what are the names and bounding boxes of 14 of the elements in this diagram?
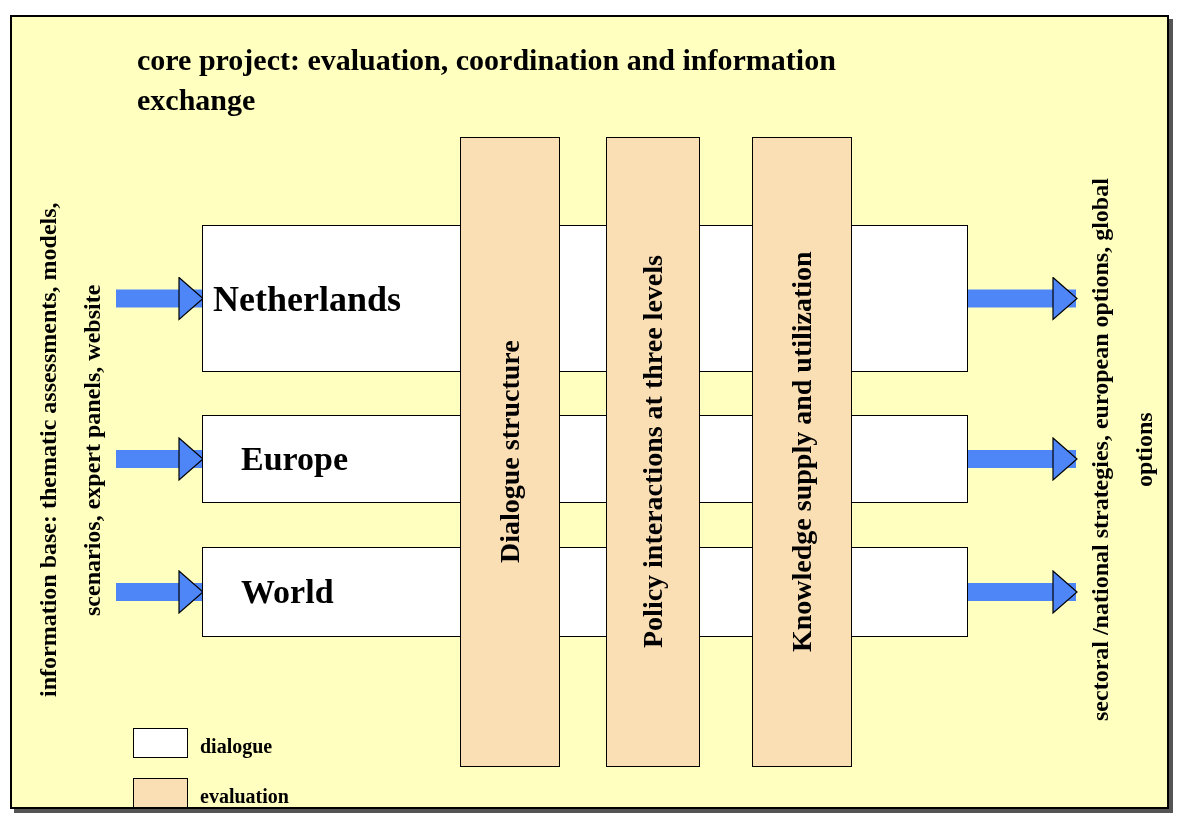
legend-label: evaluation [200,784,289,809]
evaluation-band: Policy interactions at three levels [606,137,700,767]
block-arrow [116,570,204,614]
legend-label: dialogue [200,734,273,760]
block-arrow [116,437,204,481]
side-text: information base: thematic assessments, models, scenarios, expert panels, website [24,150,116,750]
evaluation-band: Dialogue structure [460,137,560,767]
block-arrow [968,276,1078,321]
diagram-title: core project: evaluation, coordination and information exchange [137,42,837,118]
evaluation-band: Knowledge supply and utilization [752,137,852,767]
block-arrow [968,570,1078,614]
block-arrow [116,276,204,321]
block-arrow [968,437,1078,481]
side-text: sectoral /national strategies, european options, global options [1076,150,1168,750]
